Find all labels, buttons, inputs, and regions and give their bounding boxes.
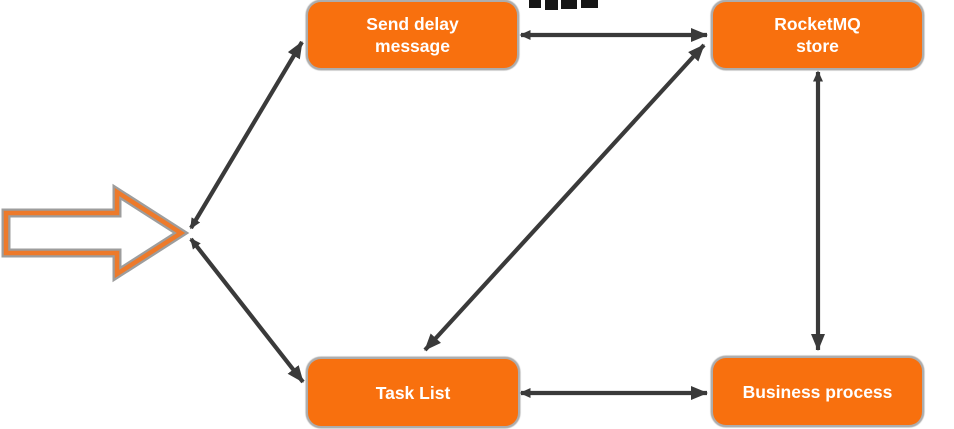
input-block-arrow: [1, 183, 190, 283]
connector-input-to-send-delay: [189, 40, 304, 230]
connector-task-list-to-rocketmq: [423, 43, 706, 352]
node-business-process-label: Business process: [742, 381, 893, 402]
cropped-text-artifact: [529, 0, 598, 10]
node-rocketmq-store-label: RocketMQ store: [774, 14, 861, 56]
node-send-delay-message: Send delay message: [308, 2, 517, 68]
connector-input-to-task-list: [189, 237, 305, 384]
node-send-delay-label: Send delay message: [366, 14, 459, 56]
node-business-process: Business process: [713, 358, 922, 425]
node-rocketmq-store: RocketMQ store: [713, 2, 922, 68]
node-task-list: Task List: [308, 359, 518, 426]
node-task-list-label: Task List: [375, 382, 451, 403]
